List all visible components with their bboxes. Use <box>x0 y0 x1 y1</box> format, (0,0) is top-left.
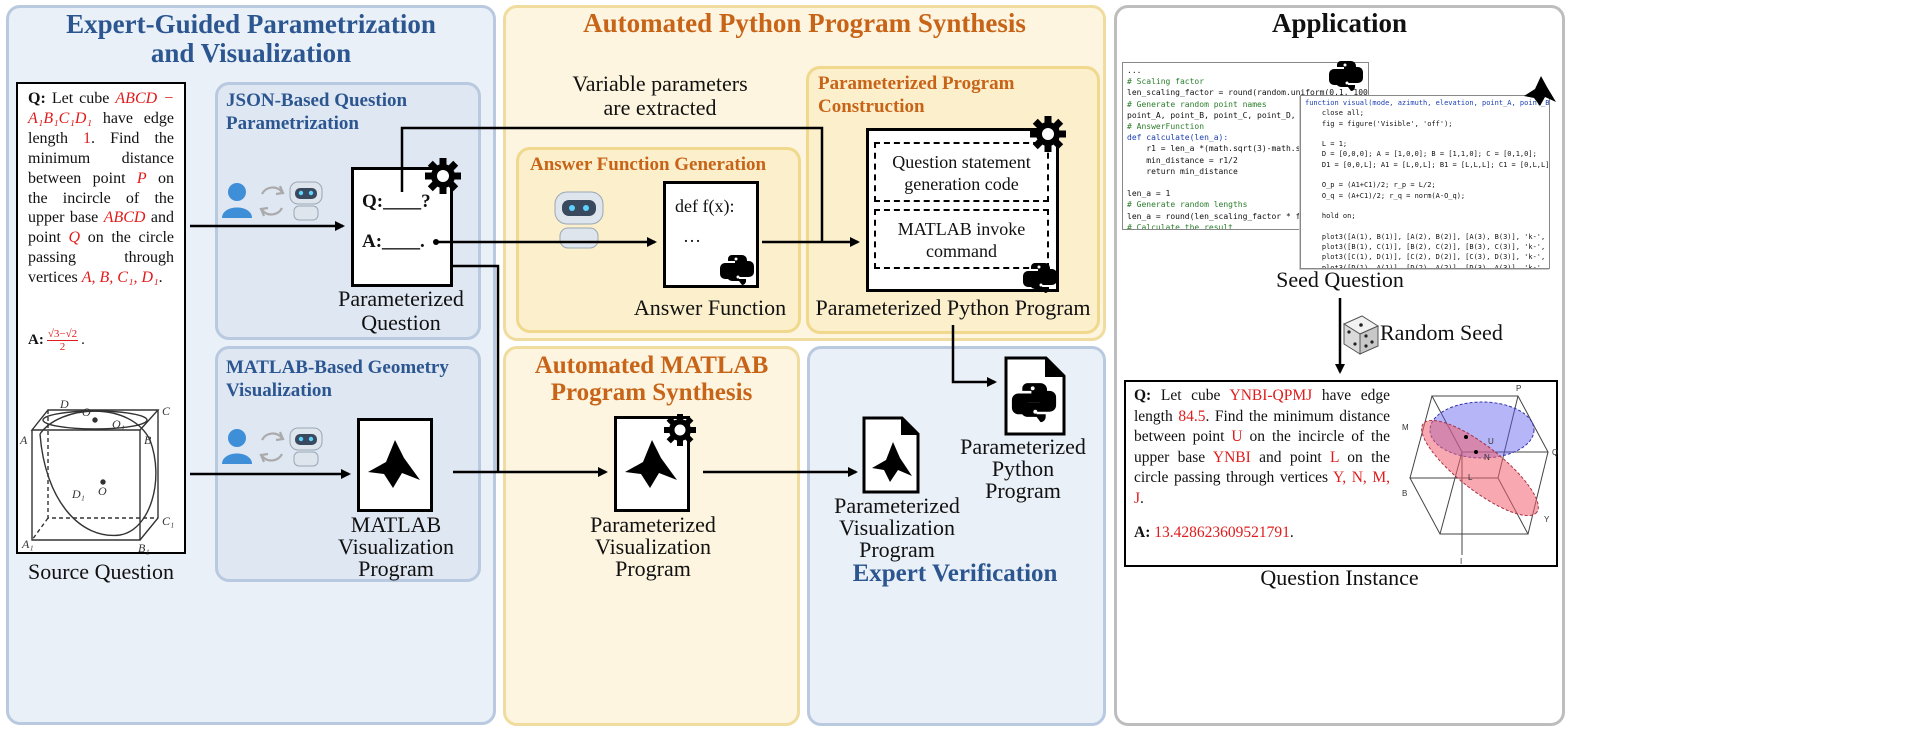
source-question-caption: Source Question <box>27 559 175 584</box>
code-line: # Generate random point names <box>1127 99 1267 109</box>
code-line: O_q = (A+C1)/2; r_q = norm(A-O_q); <box>1305 191 1466 200</box>
code-line: ... <box>1127 66 1142 75</box>
random-seed-label: Random Seed <box>1380 320 1503 345</box>
code-line <box>1305 129 1545 139</box>
answer-numerator: √3−√2 <box>46 328 79 341</box>
answer-denominator: 2 <box>59 341 66 353</box>
param-vis-program-card <box>614 416 690 512</box>
answer-function-code-1: def f(x): <box>675 196 735 216</box>
code-line: O_p = (A1+C1)/2; r_p = L/2; <box>1305 181 1436 190</box>
application-panel-title: Application <box>1271 8 1408 38</box>
answer-function-code-2: … <box>683 226 701 246</box>
param-question-a: A:____. <box>362 231 425 252</box>
code-line: # Calculate the result <box>1127 222 1233 230</box>
code-line: D1 = [0,0,L]; A1 = [L,0,L]; B1 = [L,L,L]… <box>1305 160 1550 169</box>
code-line: plot3([D(1), A(1)], [D(2), A(2)], [D(3),… <box>1321 263 1546 269</box>
code-line <box>1305 170 1545 180</box>
source-question-text: Q: Let cube ABCD − A₁B₁C₁D₁ have edge le… <box>28 90 175 287</box>
code-line: return min_distance <box>1127 166 1238 176</box>
code-line: function visual(mode, azimuth, elevation… <box>1305 99 1550 107</box>
seed-matlab-code-window: function visual(mode, azimuth, elevation… <box>1300 95 1550 269</box>
instance-question-text: Q: Let cube YNBI-QPMJ have edge length 8… <box>1134 387 1391 507</box>
python-program-caption: Parameterized Python Program <box>815 295 1091 320</box>
code-line: fig = figure('Visible', 'off'); <box>1305 119 1453 128</box>
code-line: # Generate random lengths <box>1127 200 1248 210</box>
answer-gen-panel-title: Answer Function Generation <box>530 154 767 175</box>
matlab-synth-panel <box>503 346 800 726</box>
answer-function-caption: Answer Function <box>633 295 787 320</box>
code-line <box>1305 201 1545 211</box>
code-line: def calculate(len_a): <box>1127 133 1229 143</box>
code-line: # AnswerFunction <box>1127 122 1205 132</box>
code-line: len_a = 1 <box>1127 189 1171 199</box>
code-line: hold on; <box>1305 212 1356 221</box>
code-line: plot3([B(1), C(1)], [B(2), C(2)], [B(3),… <box>1321 243 1546 252</box>
python-synth-panel-title: Automated Python Program Synthesis <box>583 8 1026 38</box>
code-line: L = 1; <box>1305 140 1348 149</box>
code-line: min_distance = r1/2 <box>1127 155 1238 165</box>
code-line <box>1305 222 1545 232</box>
matlab-vis-panel <box>215 346 481 582</box>
seed-matlab-code: function visual(mode, azimuth, elevation… <box>1301 96 1550 269</box>
code-line: # Scaling factor <box>1127 77 1205 87</box>
param-question-q: Q:____? <box>362 191 431 212</box>
seed-question-caption: Seed Question <box>1276 267 1404 292</box>
expert-verif-panel-title: Expert Verification <box>852 560 1058 587</box>
code-line: close all; <box>1305 109 1365 118</box>
matlab-program-card <box>357 418 433 512</box>
code-line: D = [0,0,0]; A = [1,0,0]; B = [1,1,0]; C… <box>1305 150 1537 159</box>
instance-answer: A: 13.428623609521791. <box>1134 524 1294 541</box>
code-line: len_scaling_factor = round(random.unifor… <box>1127 88 1369 98</box>
instance-caption: Question Instance <box>1260 565 1419 590</box>
code-line: plot3([C(1), D(1)], [C(2), D(2)], [C(3),… <box>1321 253 1546 262</box>
source-answer: A: √3−√2 2 . <box>28 328 85 353</box>
code-line: r1 = len_a *(math.sqrt(3)-math.sqrt(2)) <box>1127 144 1335 154</box>
code-line: plot3([A(1), B(1)], [A(2), B(2)], [A(3),… <box>1321 232 1546 241</box>
param-question-card <box>351 167 453 287</box>
